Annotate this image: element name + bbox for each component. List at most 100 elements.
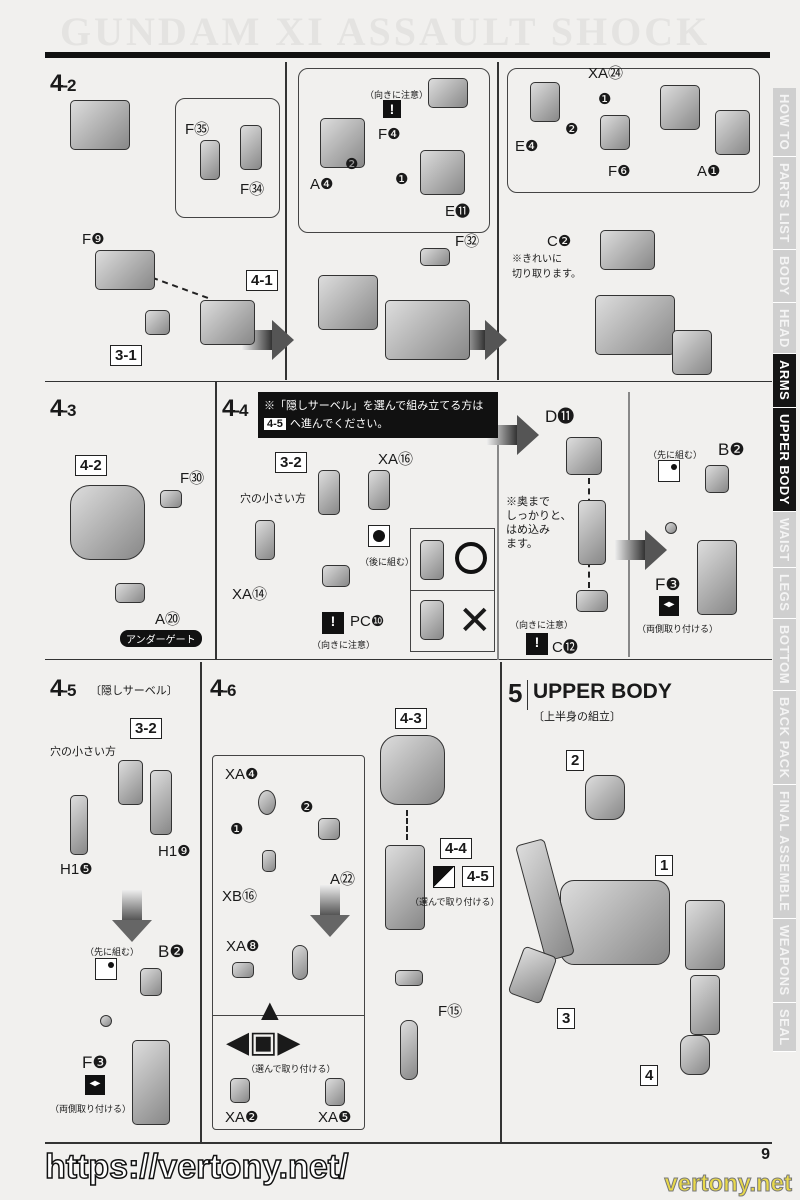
part-illustration	[715, 110, 750, 155]
divider	[497, 62, 499, 380]
part-illustration	[420, 540, 444, 580]
next-arrow	[242, 320, 294, 360]
part-illustration	[318, 275, 378, 330]
first-icon	[658, 460, 680, 482]
step-order: ❶	[230, 821, 244, 838]
part-illustration	[395, 970, 423, 986]
part-illustration	[660, 85, 700, 130]
part-label: B❷	[158, 942, 185, 961]
part-illustration	[232, 962, 254, 978]
step-order: ❶	[598, 91, 612, 108]
part-illustration	[665, 522, 677, 534]
part-label: XB⑯	[222, 888, 258, 905]
corner-watermark: vertony.net	[664, 1170, 793, 1198]
tab-waist[interactable]: WAIST	[773, 511, 796, 569]
caution-icon: !	[322, 612, 344, 634]
tab-how-to[interactable]: HOW TO	[773, 88, 796, 158]
part-illustration	[255, 520, 275, 560]
hand-illustration	[680, 1035, 710, 1075]
part-illustration	[672, 330, 712, 375]
tab-seal[interactable]: SEAL	[773, 1002, 796, 1053]
arm-illustration	[690, 975, 720, 1035]
part-illustration	[368, 470, 390, 510]
part-illustration	[697, 540, 737, 615]
next-arrow	[455, 320, 507, 360]
row-2-panel	[45, 382, 772, 660]
part-label: XA⑭	[232, 586, 268, 603]
part-label: XA㉔	[588, 65, 624, 82]
divider	[628, 392, 630, 657]
step-ref: 4	[640, 1065, 659, 1086]
first-note: （先に組む）	[85, 947, 140, 957]
first-note: （先に組む）	[648, 450, 703, 460]
torso-illustration	[560, 880, 670, 965]
next-arrow	[487, 415, 539, 455]
push-note: ※奥まで しっかりと、 はめ込み ます。	[506, 496, 572, 550]
part-label: F❸	[82, 1053, 108, 1072]
section-tabs: HOW TO PARTS LIST BODY HEAD ARMS UPPER B…	[773, 88, 798, 1053]
part-label: F㉚	[180, 470, 205, 487]
part-illustration	[318, 818, 340, 840]
part-illustration	[420, 150, 465, 195]
tab-final-assemble[interactable]: FINAL ASSEMBLE	[773, 785, 796, 919]
divider	[212, 1015, 365, 1016]
part-illustration	[132, 1040, 170, 1125]
divider	[215, 382, 217, 660]
part-illustration	[400, 1020, 418, 1080]
arm-illustration	[685, 900, 725, 970]
caution-icon: !	[383, 100, 401, 118]
part-illustration	[70, 795, 88, 855]
step-ref: 2	[566, 750, 585, 771]
next-arrow	[112, 890, 152, 942]
step-ref: 3	[557, 1008, 576, 1029]
tab-upper-body[interactable]: UPPER BODY	[773, 407, 796, 512]
part-label: F❻	[608, 163, 631, 180]
part-label: C⓬	[552, 639, 578, 656]
part-illustration	[70, 485, 145, 560]
step-number: 5	[508, 678, 523, 708]
tab-head[interactable]: HEAD	[773, 302, 796, 355]
part-label: H1❺	[60, 861, 93, 878]
part-label: F⑮	[438, 1003, 463, 1020]
tab-weapons[interactable]: WEAPONS	[773, 918, 796, 1003]
tab-arms[interactable]: ARMS	[773, 354, 796, 408]
step-number: 4-3	[50, 395, 76, 422]
detail-box	[212, 755, 365, 1130]
part-label: PC❿	[350, 613, 385, 630]
choose-note: （選んで取り付ける）	[246, 1064, 336, 1074]
part-illustration	[115, 583, 145, 603]
step-number: 4-5	[50, 675, 76, 702]
part-illustration	[145, 310, 170, 335]
step-title: 〔隠しサーベル〕	[90, 685, 178, 697]
part-illustration	[385, 300, 470, 360]
part-label: A❶	[697, 163, 721, 180]
part-illustration	[118, 760, 143, 805]
step-ref: 3-1	[110, 345, 142, 366]
page-number: 9	[761, 1146, 770, 1163]
section-subtitle: 〔上半身の組立〕	[533, 711, 621, 723]
tab-parts-list[interactable]: PARTS LIST	[773, 157, 796, 251]
step-number: 4-4	[222, 395, 248, 422]
both-sides-note: （両側取り付ける）	[637, 624, 719, 634]
tab-legs[interactable]: LEGS	[773, 568, 796, 619]
part-label: XA❹	[225, 766, 259, 783]
tab-body[interactable]: BODY	[773, 250, 796, 303]
part-label: F㉞	[240, 181, 265, 198]
part-label: A⑳	[155, 611, 181, 628]
correct-icon	[455, 542, 487, 574]
step-number: 4-6	[210, 675, 236, 702]
next-arrow	[310, 885, 350, 937]
choose-icon	[433, 866, 455, 888]
part-label: F❾	[82, 231, 105, 248]
part-label: A❹	[310, 176, 334, 193]
part-illustration	[292, 945, 308, 980]
part-label: E⓫	[445, 203, 471, 220]
part-illustration	[320, 118, 365, 168]
part-label: XA❷	[225, 1109, 259, 1126]
tab-bottom[interactable]: BOTTOM	[773, 618, 796, 691]
part-illustration	[70, 100, 130, 150]
part-illustration	[318, 470, 340, 515]
tab-back-pack[interactable]: BACK PACK	[773, 690, 796, 786]
section-title: UPPER BODY	[533, 680, 672, 703]
watermark: https://vertony.net/	[44, 1147, 349, 1187]
